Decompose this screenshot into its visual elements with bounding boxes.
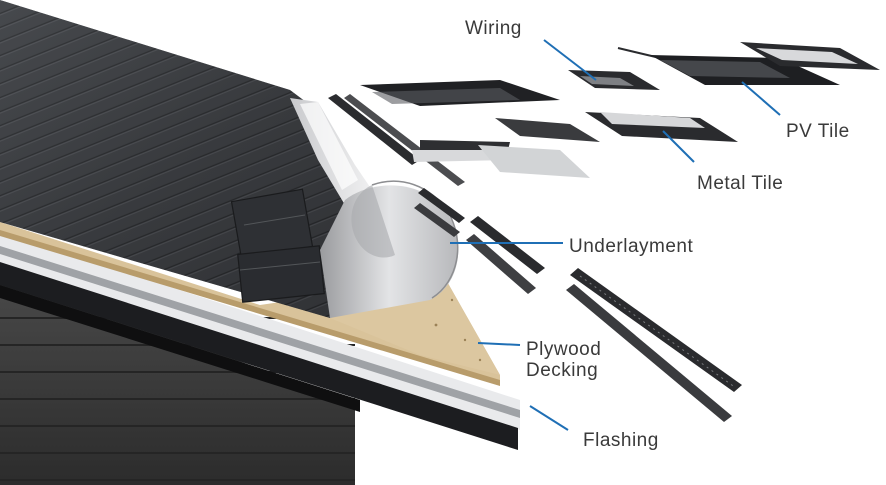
label-pv-tile: PV Tile (786, 121, 850, 142)
label-flashing: Flashing (583, 430, 659, 451)
label-plywood-line1: Plywood (526, 339, 602, 360)
leader-lines (450, 39, 781, 431)
label-plywood-decking: Plywood Decking (526, 339, 601, 381)
underlayment-roll (320, 180, 459, 318)
exploded-tile-layers (328, 42, 880, 186)
label-underlayment: Underlayment (569, 236, 694, 257)
label-plywood-line2: Decking (526, 360, 599, 381)
fascia-flashing (0, 232, 520, 450)
label-metal-tile: Metal Tile (697, 173, 784, 194)
label-wiring: Wiring (465, 18, 522, 39)
exploded-channels (414, 188, 742, 422)
plywood-decking (0, 222, 500, 386)
solar-roof-surface (0, 0, 420, 318)
